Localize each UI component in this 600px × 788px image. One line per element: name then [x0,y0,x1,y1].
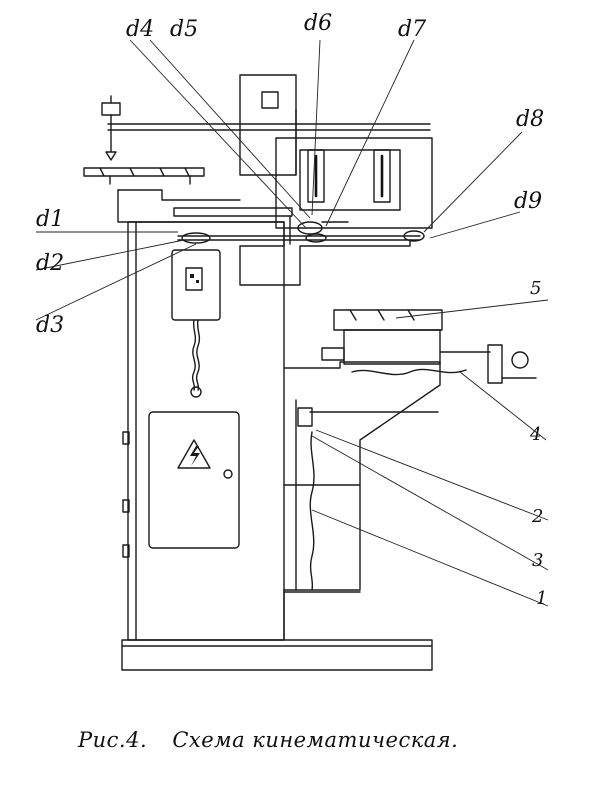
gearbox [275,137,433,229]
motor [171,249,221,321]
label-1: 1 [536,588,547,609]
label-d2: d2 [36,251,64,276]
knee-console [283,361,441,641]
vertical-shaft [309,431,315,591]
diagram-labels: d4 d5 d6 d7 d8 d9 d1 d2 d3 5 4 2 3 1 [36,11,547,609]
upper-slotted-table [83,167,205,185]
top-link-arm [101,95,431,161]
figure-number: Рис.4. [78,728,148,752]
label-5: 5 [530,278,541,299]
lower-work-table [297,309,537,427]
label-d4: d4 [126,17,154,42]
label-d6: d6 [304,11,332,36]
label-3: 3 [532,550,543,571]
figure-caption: Рис.4. Схема кинематическая. [78,728,476,752]
leader-lines [35,39,549,607]
label-d8: d8 [516,107,544,132]
upper-housing [117,74,411,286]
belt-drive [173,207,425,245]
label-2: 2 [531,506,543,527]
label-4: 4 [529,424,541,445]
label-d1: d1 [36,207,64,232]
figure-title: Схема кинематическая. [172,728,459,752]
label-d7: d7 [398,17,426,42]
machine-base [121,639,433,671]
pendant-chain [190,319,202,398]
label-d3: d3 [36,313,64,338]
label-d9: d9 [514,189,542,214]
label-d5: d5 [170,17,198,42]
electrical-cabinet [148,411,240,549]
